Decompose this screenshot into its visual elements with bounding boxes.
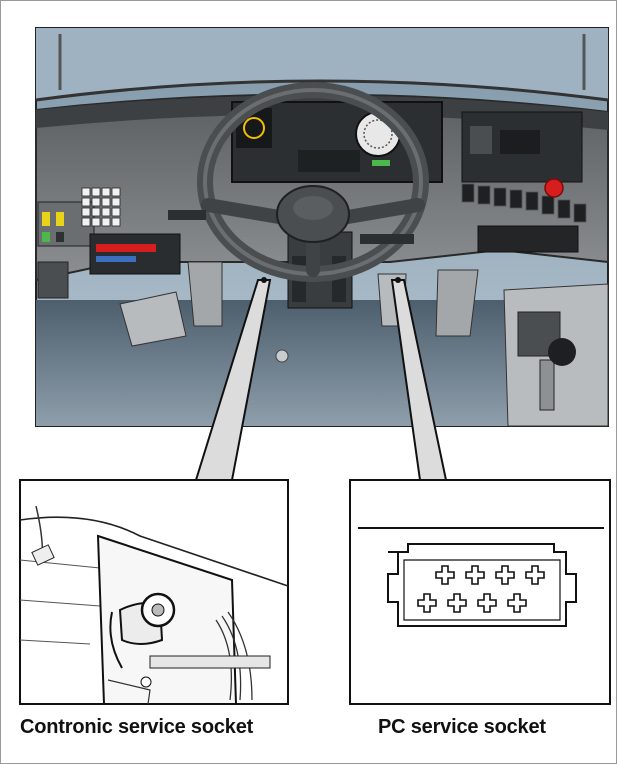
cab-panel (36, 28, 608, 426)
pc-socket-detail (350, 480, 610, 704)
right-switch-panel (462, 112, 586, 252)
red-button-icon (545, 179, 563, 197)
pc-caption: PC service socket (378, 716, 546, 739)
gear-lever-icon (548, 338, 576, 366)
contronic-caption: Contronic service socket (20, 716, 253, 739)
gear-console (504, 284, 608, 426)
contronic-socket-detail (20, 480, 288, 704)
